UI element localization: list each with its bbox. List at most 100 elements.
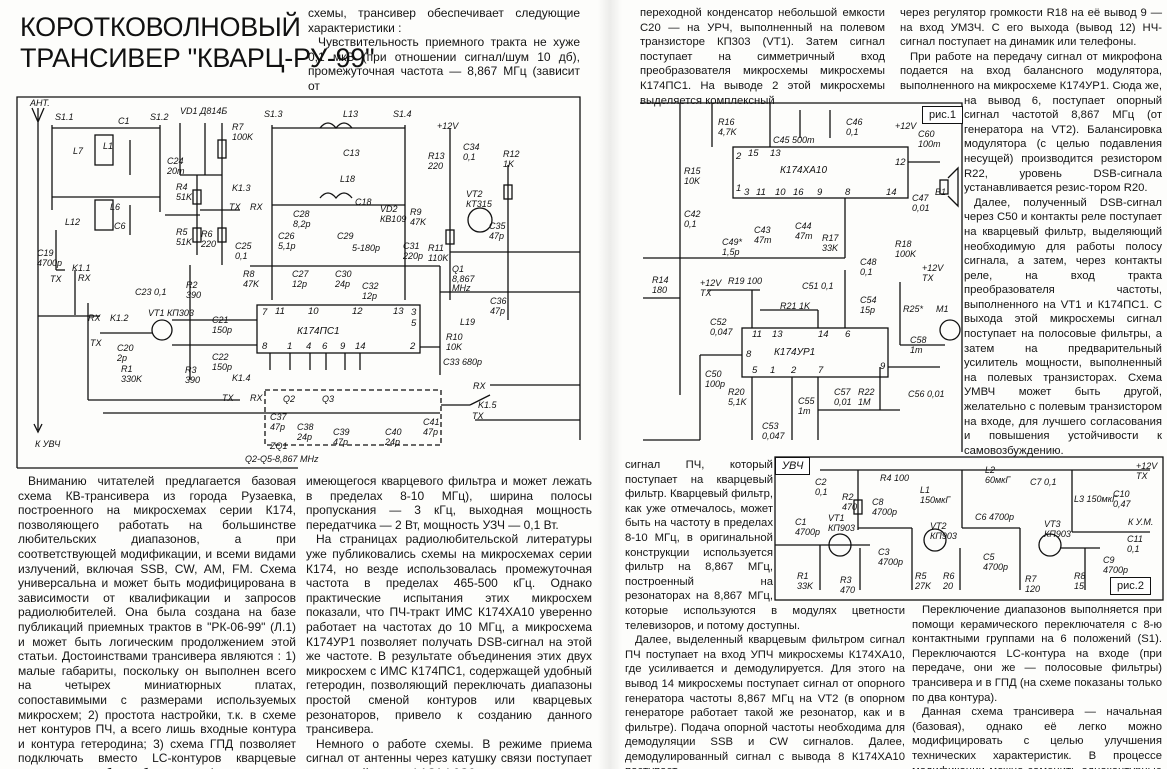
component-label: C8 4700p [872, 497, 898, 517]
component-label: C39 47p [333, 427, 350, 447]
right-column-b: через регулятор громкости R18 на её выво… [900, 6, 1162, 460]
article-title: КОРОТКОВОЛНОВЫЙ ТРАНСИВЕР "КВАРЦ-РУ-99" [20, 12, 375, 74]
component-label: C56 0,01 [908, 389, 945, 399]
component-label: C1 [118, 116, 130, 126]
right-column-a: переходной конденсатор небольшой емкости… [640, 6, 885, 108]
paragraph: Чувствительность приемного тракта не хуж… [308, 35, 580, 93]
component-label: R17 33K [822, 233, 839, 253]
ic-label: К174УР1 [774, 347, 816, 358]
paragraph: через регулятор громкости R18 на её выво… [900, 7, 1162, 49]
component-label: R1 33K [797, 571, 814, 591]
component-label: C41 47p [423, 417, 440, 437]
component-label: R5 51K [176, 227, 193, 247]
component-label: +12V TX [1136, 461, 1158, 481]
pin-number: 1 [770, 365, 776, 376]
component-label: C60 100m [918, 129, 941, 149]
pin-number: 1 [287, 341, 293, 352]
component-label: C45 500m [773, 135, 815, 145]
component-label: R9 47K [410, 207, 427, 227]
component-label: Q2 [283, 394, 296, 404]
component-label: L19 [460, 317, 476, 327]
pin-number: 7 [262, 307, 268, 318]
component-label: TX [50, 274, 62, 284]
pin-number: 14 [818, 329, 829, 340]
component-label: L13 [343, 109, 359, 119]
component-label: L3 150мкГ [1074, 494, 1117, 504]
component-label: R11 110K [428, 243, 449, 263]
component-label: TX [472, 411, 484, 421]
component-label: C3 4700p [878, 547, 904, 567]
component-label: C22 150p [212, 352, 233, 372]
component-label: R6 20 [943, 571, 955, 591]
component-label: S1.2 [150, 112, 169, 122]
component-label: R20 5,1K [728, 387, 747, 407]
component-label: R19 100 [728, 276, 763, 286]
pin-number: 10 [775, 187, 786, 198]
pin-number: 16 [793, 187, 804, 198]
component-label: C28 8,2p [293, 209, 311, 229]
paragraph: Данная схема трансивера — начальная (баз… [912, 706, 1162, 769]
component-label: R12 1K [503, 149, 520, 169]
component-label: C18 [355, 197, 372, 207]
component-label: VD1 Д814Б [180, 106, 228, 116]
component-label: R13 220 [428, 151, 445, 171]
component-label: C19 4700p [37, 248, 63, 268]
component-label: M1 [936, 304, 949, 314]
pin-number: 2 [736, 151, 742, 162]
component-label: C35 47p [489, 221, 506, 241]
component-label: +12V TX [922, 263, 944, 283]
pin-number: 7 [818, 365, 824, 376]
pin-number: 4 [306, 341, 312, 352]
component-label: K1.2 [110, 313, 129, 323]
pin-number: 12 [352, 306, 363, 317]
intro-column: схемы, трансивер обеспечивает следующие … [308, 6, 580, 94]
component-label: L6 [110, 202, 121, 212]
component-label: C54 15p [860, 295, 877, 315]
component-label: RX [250, 202, 263, 212]
pin-number: 8 [845, 187, 851, 198]
component-label: L1 [103, 141, 114, 151]
pin-number: 3 [411, 307, 417, 318]
pin-number: 13 [770, 148, 781, 159]
component-label: VD2 КВ109 [380, 204, 407, 224]
component-label: VT1 КП903 [828, 513, 855, 533]
pin-number: 8 [746, 349, 752, 360]
title-line-2: ТРАНСИВЕР "КВАРЦ-РУ-99" [20, 43, 375, 73]
component-label: ZQ1 [270, 441, 288, 451]
component-label: C50 100p [705, 369, 726, 389]
pin-number: 12 [895, 157, 906, 168]
component-label: C47 0,01 [912, 193, 930, 213]
component-label: C13 [343, 148, 360, 158]
pin-number: 9 [880, 361, 886, 372]
component-label: C6 [114, 221, 126, 231]
paragraph: имеющегося кварцевого фильтра и может ле… [306, 474, 592, 532]
component-label: C1 4700p [795, 517, 821, 537]
figure-2-caption: рис.2 [1110, 577, 1151, 595]
antenna-icon [31, 107, 45, 430]
component-label: C55 1m [798, 396, 815, 416]
component-label: Q1 8,867 MHz [452, 264, 475, 293]
pin-number: 2 [410, 341, 416, 352]
component-label: R4 51K [176, 182, 193, 202]
component-label: R8 47K [243, 269, 260, 289]
component-label: Q3 [322, 394, 335, 404]
pin-number: 13 [393, 306, 404, 317]
component-label: L7 [73, 146, 84, 156]
paragraph: Переключение диапазонов выполняется при … [912, 604, 1162, 704]
component-label: TX [90, 338, 102, 348]
component-label: C30 24p [335, 269, 352, 289]
component-label: R3 390 [185, 365, 201, 385]
component-label: C58 1m [910, 335, 927, 355]
figure-2-title: УВЧ [775, 457, 811, 475]
component-label: R15 10K [684, 166, 701, 186]
paragraph: При работе на передачу сигнал от микрофо… [900, 50, 1162, 195]
pin-number: 14 [355, 341, 366, 352]
ic-label: К174ПС1 [297, 326, 340, 337]
paragraph: переходной конденсатор небольшой емкости… [640, 7, 885, 107]
component-label: C44 47m [795, 221, 813, 241]
component-label: R21 1K [780, 301, 811, 311]
output-label: К УВЧ [35, 439, 61, 449]
component-label: R1 330K [121, 364, 143, 384]
component-label: R2 470 [842, 492, 858, 512]
figure-1-caption: рис.1 [922, 106, 963, 124]
